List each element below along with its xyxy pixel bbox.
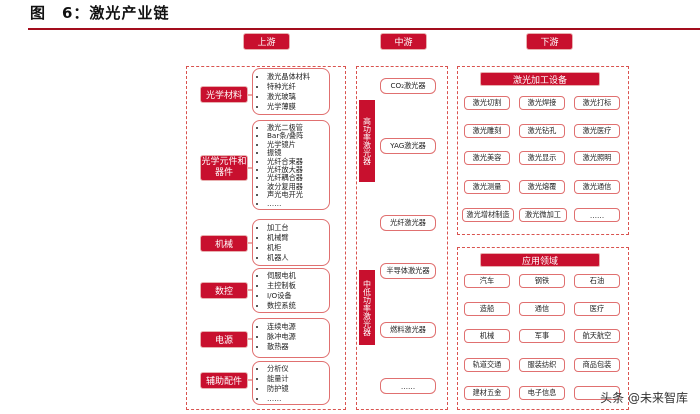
list-item: 主控制板 (267, 281, 329, 291)
list-item: Bar条/叠阵 (267, 131, 329, 140)
high-power-laser-label: 高功率激光器 (359, 100, 375, 182)
laser-co2: CO₂激光器 (380, 78, 436, 94)
processing-item: 激光微加工 (519, 208, 567, 222)
application-fields-panel (457, 247, 629, 410)
application-item (574, 386, 620, 400)
application-item: 机械 (464, 329, 510, 343)
upstream-panel (186, 66, 346, 410)
list-item: 光纤放大器 (267, 165, 329, 174)
list-item: 特种光纤 (267, 82, 329, 92)
application-item: 汽车 (464, 274, 510, 288)
application-item: 建材五金 (464, 386, 510, 400)
mid-low-power-laser-label: 中低功率激光器 (359, 270, 375, 345)
upstream-list-mechanical: 加工台 机械臂 机柜 机器人 (252, 219, 330, 266)
upstream-category-optical-components: 光学元件和器件 (200, 155, 248, 181)
list-item: 脉冲电源 (267, 332, 329, 342)
midstream-panel (356, 66, 448, 410)
laser-fiber: 光纤激光器 (380, 215, 436, 231)
processing-item: 激光增材制造 (462, 208, 514, 222)
list-item: 声光电开光 (267, 190, 329, 199)
processing-item: …… (574, 208, 620, 222)
upstream-category-accessories: 辅助配件 (200, 372, 248, 389)
upstream-category-power: 电源 (200, 331, 248, 348)
processing-item: 激光通信 (574, 180, 620, 194)
laser-yag: YAG激光器 (380, 138, 436, 154)
processing-item: 激光雕刻 (464, 124, 510, 138)
processing-item: 激光美容 (464, 151, 510, 165)
processing-item: 激光打标 (574, 96, 620, 110)
list-item: …… (267, 394, 329, 404)
list-item: 能量计 (267, 374, 329, 384)
list-item: 分析仪 (267, 364, 329, 374)
list-item: 振镜 (267, 148, 329, 157)
list-item: …… (267, 199, 329, 208)
application-item: 电子信息 (519, 386, 565, 400)
list-item: 激光玻璃 (267, 92, 329, 102)
list-item: 数控系统 (267, 301, 329, 311)
processing-equipment-title: 激光加工设备 (480, 72, 600, 86)
laser-more: …… (380, 378, 436, 394)
processing-item: 激光显示 (519, 151, 565, 165)
list-item: 伺服电机 (267, 271, 329, 281)
application-item: 钢铁 (519, 274, 565, 288)
list-item: 机器人 (267, 253, 329, 263)
stage-upstream: 上游 (243, 33, 290, 50)
list-item: 激光晶体材料 (267, 72, 329, 82)
list-item: 散热器 (267, 342, 329, 352)
upstream-list-optical-components: 激光二极管 Bar条/叠阵 光学镜片 振镜 光纤合束器 光纤放大器 光纤耦合器 … (252, 120, 330, 210)
list-item: 波分复用器 (267, 182, 329, 191)
upstream-list-optical-materials: 激光晶体材料 特种光纤 激光玻璃 光学薄膜 (252, 68, 330, 115)
application-item: 服装纺织 (519, 358, 565, 372)
upstream-category-optical-materials: 光学材料 (200, 86, 248, 103)
list-item: 机械臂 (267, 233, 329, 243)
stage-downstream: 下游 (526, 33, 573, 50)
upstream-list-power: 连续电源 脉冲电源 散热器 (252, 318, 330, 358)
list-item: 光纤合束器 (267, 157, 329, 166)
upstream-list-cnc: 伺服电机 主控制板 I/O设备 数控系统 (252, 268, 330, 313)
processing-item: 激光医疗 (574, 124, 620, 138)
list-item: 机柜 (267, 243, 329, 253)
title-rule (28, 28, 700, 30)
list-item: I/O设备 (267, 291, 329, 301)
stage-midstream: 中游 (380, 33, 427, 50)
processing-item: 激光焊接 (519, 96, 565, 110)
application-item: 军事 (519, 329, 565, 343)
processing-item: 激光切割 (464, 96, 510, 110)
list-item: 光纤耦合器 (267, 174, 329, 183)
application-item: 医疗 (574, 302, 620, 316)
upstream-category-mechanical: 机械 (200, 235, 248, 252)
list-item: 连续电源 (267, 322, 329, 332)
upstream-category-cnc: 数控 (200, 282, 248, 299)
processing-equipment-panel (457, 66, 629, 235)
application-item: 石油 (574, 274, 620, 288)
application-item: 航天航空 (574, 329, 620, 343)
processing-item: 激光测量 (464, 180, 510, 194)
list-item: 激光二极管 (267, 123, 329, 132)
list-item: 加工台 (267, 223, 329, 233)
application-item: 造船 (464, 302, 510, 316)
laser-semiconductor: 半导体激光器 (380, 263, 436, 279)
list-item: 光学镜片 (267, 140, 329, 149)
figure-title: 图 6：激光产业链 (30, 4, 170, 22)
upstream-list-accessories: 分析仪 能量计 防护镜 …… (252, 361, 330, 405)
watermark: 头条 @未来智库 (600, 391, 688, 405)
laser-dye: 燃料激光器 (380, 322, 436, 338)
application-item: 通信 (519, 302, 565, 316)
processing-item: 激光钻孔 (519, 124, 565, 138)
application-fields-title: 应用领域 (480, 253, 600, 267)
processing-item: 激光照明 (574, 151, 620, 165)
application-item: 商品包装 (574, 358, 620, 372)
processing-item: 激光熔覆 (519, 180, 565, 194)
list-item: 防护镜 (267, 384, 329, 394)
application-item: 轨道交通 (464, 358, 510, 372)
list-item: 光学薄膜 (267, 102, 329, 112)
